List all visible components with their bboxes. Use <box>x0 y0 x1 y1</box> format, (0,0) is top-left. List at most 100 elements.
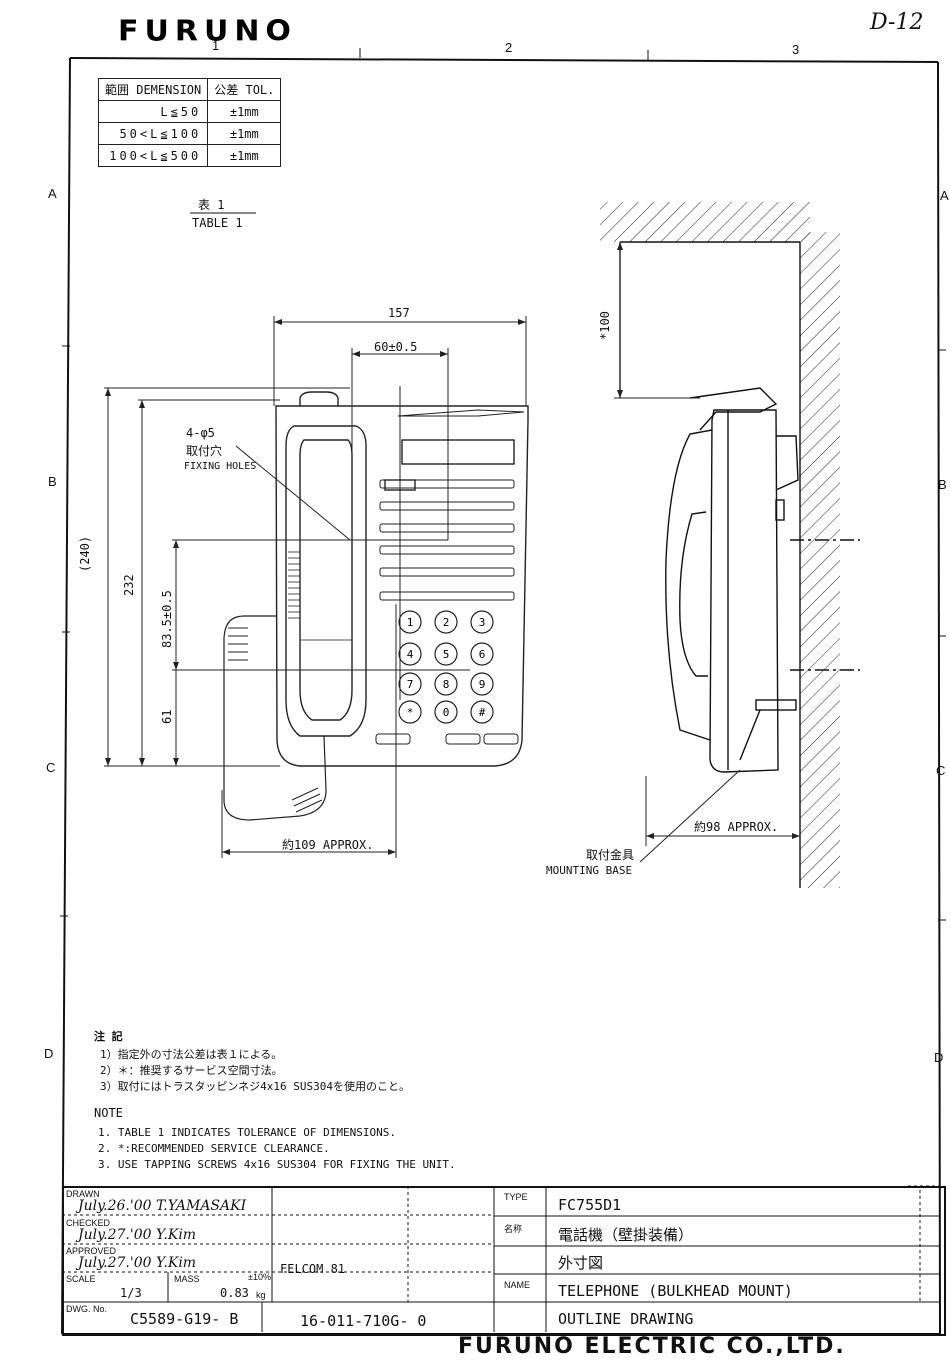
dwg-number: C5589-G19- B <box>130 1310 239 1328</box>
title-block-lines <box>61 1185 940 1332</box>
sheet-number: D-12 <box>870 10 924 35</box>
keypad-key-label: 3 <box>479 616 486 629</box>
front-dimensions <box>104 316 527 858</box>
row-label-a-left: A <box>48 186 57 201</box>
dim-approx-109: 約109 APPROX. <box>282 838 374 852</box>
front-arrowheads <box>105 319 526 855</box>
checked-value: July.27.'00 Y.Kim <box>78 1227 197 1243</box>
table-caption-jp: 表 1 <box>198 198 225 212</box>
keypad-key-label: * <box>407 706 414 719</box>
furuno-logo: FURUNO <box>118 14 297 49</box>
keypad-key <box>434 700 458 724</box>
keypad-key <box>398 610 422 634</box>
callout-base-en: MOUNTING BASE <box>546 864 633 877</box>
tolerance-header-tol: 公差 TOL. <box>207 78 282 101</box>
side-view <box>600 202 860 888</box>
row-label-b-right: B <box>938 477 947 492</box>
dim-height-240: (240) <box>78 535 92 572</box>
dim-approx-98: 約98 APPROX. <box>694 820 779 834</box>
keypad-key-label: # <box>479 706 486 719</box>
keypad-key-label: 9 <box>479 678 486 691</box>
keypad-key-label: 0 <box>443 706 450 719</box>
keypad-key-label: 5 <box>443 648 450 661</box>
scale-value: 1/3 <box>120 1286 142 1300</box>
type-label: TYPE <box>504 1192 528 1202</box>
felcom-label: FELCOM 81 <box>280 1262 346 1276</box>
col-label-3: 3 <box>792 42 800 57</box>
keypad-key-label: 1 <box>407 616 414 629</box>
col-label-1: 1 <box>212 38 220 53</box>
company-footer: FURUNO ELECTRIC CO.,LTD. <box>458 1334 846 1359</box>
tolerance-range: 50<L≦100 <box>97 122 209 145</box>
type-value: FC755D1 <box>558 1196 622 1214</box>
row-label-c-left: C <box>46 760 56 775</box>
callout-holes-jp: 取付穴 <box>186 444 223 458</box>
keypad-key-label: 6 <box>479 648 486 661</box>
keypad-key <box>434 672 458 696</box>
keypad: 1 2 3 4 5 6 7 8 9 * 0 # <box>398 610 494 724</box>
dwg-label: DWG. No. <box>66 1304 108 1314</box>
mass-tolerance: ±10% <box>248 1272 271 1282</box>
front-view <box>223 391 529 821</box>
keypad-key <box>470 610 494 634</box>
checked-label: CHECKED <box>66 1218 111 1228</box>
keypad-key <box>398 700 422 724</box>
name-jp-label: 名称 <box>504 1224 523 1234</box>
row-label-a-right: A <box>940 188 949 203</box>
dim-61: 61 <box>160 709 174 724</box>
notes-en-line: 1. TABLE 1 INDICATES TOLERANCE OF DIMENS… <box>98 1126 397 1139</box>
mass-label: MASS <box>174 1274 200 1284</box>
title-block: DRAWN July.26.'00 T.YAMASAKI CHECKED Jul… <box>62 1186 946 1336</box>
drawn-label: DRAWN <box>66 1189 100 1199</box>
name-value: TELEPHONE (BULKHEAD MOUNT) <box>558 1282 793 1300</box>
tolerance-table: 範囲 DEMENSION 公差 TOL. L≦50 ±1mm 50<L≦100 … <box>97 78 282 167</box>
notes-en-line: 2. *:RECOMMENDED SERVICE CLEARANCE. <box>98 1142 330 1155</box>
tolerance-range: L≦50 <box>97 100 209 123</box>
dim-clearance-100: *100 <box>598 311 612 340</box>
drawn-value: July.26.'00 T.YAMASAKI <box>78 1198 247 1214</box>
mass-value: 0.83 <box>220 1286 249 1300</box>
notes-en-title: NOTE <box>94 1106 123 1120</box>
row-label-d-left: D <box>44 1046 54 1061</box>
notes-jp-line: 1）指定外の寸法公差は表１による。 <box>100 1048 283 1061</box>
keypad-key-label: 2 <box>443 616 450 629</box>
keypad-key <box>434 642 458 666</box>
tolerance-range: 100<L≦500 <box>97 144 209 167</box>
scale-label: SCALE <box>66 1274 96 1284</box>
dim-hole-vertical: 83.5±0.5 <box>160 590 174 648</box>
notes-jp-title: 注 記 <box>94 1030 123 1043</box>
callout-holes-en: FIXING HOLES <box>184 461 257 472</box>
tolerance-value: ±1mm <box>207 100 282 123</box>
name-label: NAME <box>504 1280 531 1290</box>
tolerance-value: ±1mm <box>207 122 282 145</box>
dim-hole-spacing: 60±0.5 <box>374 340 418 354</box>
notes-jp-line: 2）＊：推奨するサービス空間寸法。 <box>100 1064 283 1077</box>
col-label-2: 2 <box>505 40 513 55</box>
keypad-key <box>398 672 422 696</box>
tolerance-header-dimension: 範囲 DEMENSION <box>97 78 209 101</box>
keypad-key <box>434 610 458 634</box>
row-label-c-right: C <box>936 763 946 778</box>
notes-jp-line: 3）取付にはトラスタッピンネジ4x16 SUS304を使用のこと。 <box>100 1080 411 1093</box>
callout-holes-count: 4-φ5 <box>186 426 215 440</box>
table-caption-en: TABLE 1 <box>192 216 243 230</box>
dim-width-157: 157 <box>388 306 410 320</box>
keypad-key <box>470 700 494 724</box>
keypad-key <box>470 672 494 696</box>
row-label-b-left: B <box>48 474 57 489</box>
keypad-key <box>398 642 422 666</box>
mass-unit: kg <box>256 1290 266 1300</box>
drawing-jp: 外寸図 <box>558 1254 604 1272</box>
notes-en-line: 3. USE TAPPING SCREWS 4x16 SUS304 FOR FI… <box>98 1158 456 1171</box>
keypad-key-label: 4 <box>407 648 414 661</box>
keypad-key-label: 8 <box>443 678 450 691</box>
approved-value: July.27.'00 Y.Kim <box>78 1255 197 1271</box>
callout-base-jp: 取付金具 <box>586 848 635 862</box>
keypad-key <box>470 642 494 666</box>
tolerance-value: ±1mm <box>207 144 282 167</box>
drawing-en: OUTLINE DRAWING <box>558 1310 694 1328</box>
approved-label: APPROVED <box>66 1246 117 1256</box>
dim-height-232: 232 <box>122 574 136 596</box>
keypad-key-label: 7 <box>407 678 414 691</box>
reference-number: 16-011-710G- 0 <box>300 1312 427 1330</box>
